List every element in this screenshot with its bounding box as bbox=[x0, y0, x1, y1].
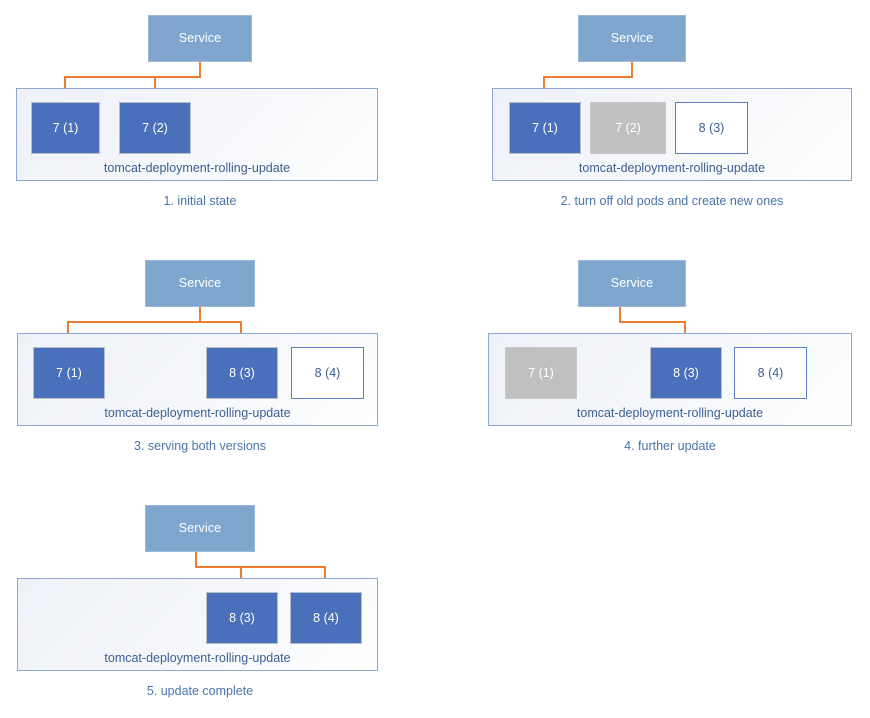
pod-label: 7 (1) bbox=[532, 120, 558, 135]
pod-label: 8 (4) bbox=[757, 365, 784, 380]
deployment-label: tomcat-deployment-rolling-update bbox=[578, 160, 766, 175]
service-label: Service bbox=[610, 31, 654, 46]
pod-box[interactable]: 8 (3) bbox=[206, 592, 278, 644]
deployment-label: tomcat-deployment-rolling-update bbox=[576, 405, 764, 420]
service-box[interactable]: Service bbox=[578, 15, 686, 62]
panel-update-complete: Service tomcat-deployment-rolling-update… bbox=[0, 490, 435, 718]
service-box[interactable]: Service bbox=[578, 260, 686, 307]
pod-label: 7 (1) bbox=[52, 120, 79, 135]
deployment-label: tomcat-deployment-rolling-update bbox=[103, 160, 291, 175]
pod-box[interactable]: 7 (1) bbox=[505, 347, 577, 399]
panel-caption: 1. initial state bbox=[163, 194, 237, 208]
pod-box[interactable]: 8 (4) bbox=[290, 592, 362, 644]
service-label: Service bbox=[610, 276, 654, 291]
pod-label: 8 (3) bbox=[698, 120, 725, 135]
pod-label: 7 (2) bbox=[615, 120, 641, 135]
service-box[interactable]: Service bbox=[145, 505, 255, 552]
pod-box[interactable]: 7 (1) bbox=[509, 102, 581, 154]
pod-label: 8 (3) bbox=[229, 610, 255, 625]
pod-box[interactable]: 8 (3) bbox=[675, 102, 748, 154]
panel-further-update: Service tomcat-deployment-rolling-update… bbox=[435, 245, 870, 480]
pod-box[interactable]: 8 (4) bbox=[291, 347, 364, 399]
pod-box[interactable]: 7 (1) bbox=[33, 347, 105, 399]
service-label: Service bbox=[178, 276, 222, 291]
deployment-label: tomcat-deployment-rolling-update bbox=[104, 405, 291, 420]
pod-label: 8 (4) bbox=[314, 365, 341, 380]
deployment-label: tomcat-deployment-rolling-update bbox=[104, 650, 291, 665]
pod-box[interactable]: 7 (2) bbox=[119, 102, 191, 154]
panel-caption: 2. turn off old pods and create new ones bbox=[560, 194, 784, 208]
pod-box[interactable]: 7 (1) bbox=[31, 102, 100, 154]
pod-label: 7 (2) bbox=[142, 120, 168, 135]
service-box[interactable]: Service bbox=[148, 15, 252, 62]
pod-label: 8 (3) bbox=[673, 365, 699, 380]
panel-initial-state: Service tomcat-deployment-rolling-update… bbox=[0, 0, 435, 230]
pod-box[interactable]: 8 (3) bbox=[206, 347, 278, 399]
panel-turn-off-old-pods: Service tomcat-deployment-rolling-update… bbox=[435, 0, 870, 230]
panel-caption: 4. further update bbox=[624, 439, 716, 453]
service-label: Service bbox=[178, 521, 222, 536]
service-box[interactable]: Service bbox=[145, 260, 255, 307]
pod-label: 7 (1) bbox=[56, 365, 82, 380]
pod-box[interactable]: 7 (2) bbox=[590, 102, 666, 154]
pod-label: 8 (3) bbox=[229, 365, 255, 380]
pod-box[interactable]: 8 (3) bbox=[650, 347, 722, 399]
panel-caption: 3. serving both versions bbox=[133, 439, 266, 453]
pod-label: 7 (1) bbox=[528, 365, 554, 380]
service-label: Service bbox=[178, 31, 222, 46]
panel-caption: 5. update complete bbox=[146, 684, 254, 698]
pod-label: 8 (4) bbox=[313, 610, 339, 625]
pod-box[interactable]: 8 (4) bbox=[734, 347, 807, 399]
panel-serving-both-versions: Service tomcat-deployment-rolling-update… bbox=[0, 245, 435, 480]
